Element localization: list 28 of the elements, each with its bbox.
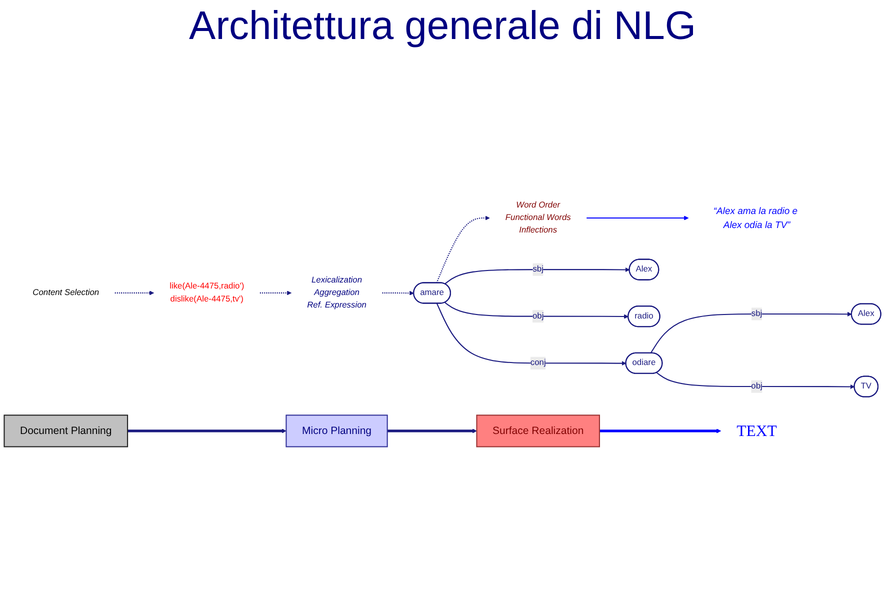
node-text: Word Order Functional Words Inflections [505,200,571,235]
arrow [444,302,629,319]
node-text: Content Selection [32,288,100,298]
edge-label: sbj [532,264,544,274]
arrow [128,428,286,434]
arrow [650,312,852,354]
arrow [436,303,626,366]
arrow [656,372,855,390]
edge-label: conj [530,358,546,368]
node-text: Lexicalization Aggregation Ref. Expression [307,276,366,310]
node-box: Micro Planning [286,414,388,448]
edge-label: obj [751,382,762,391]
node-text: like(Ale-4475,radio') dislike(Ale-4475,tv') [170,282,244,304]
diagram-title: Architettura generale di NLG [188,4,697,49]
arrow [599,428,722,434]
node-text: “Alex ama la radio e Alex odia la TV” [713,205,798,230]
node-box: Document Planning [4,414,128,448]
node-box: Surface Realization [476,414,600,448]
arrow [114,290,154,296]
edge-label: obj [532,312,544,321]
arrow [436,216,490,284]
arrow [444,268,630,284]
edge-label: sbj [751,309,762,318]
node-text: TEXT [736,422,777,440]
arrow [586,216,689,220]
arrow [387,428,477,434]
arrow [260,290,292,296]
arrow [382,290,414,296]
